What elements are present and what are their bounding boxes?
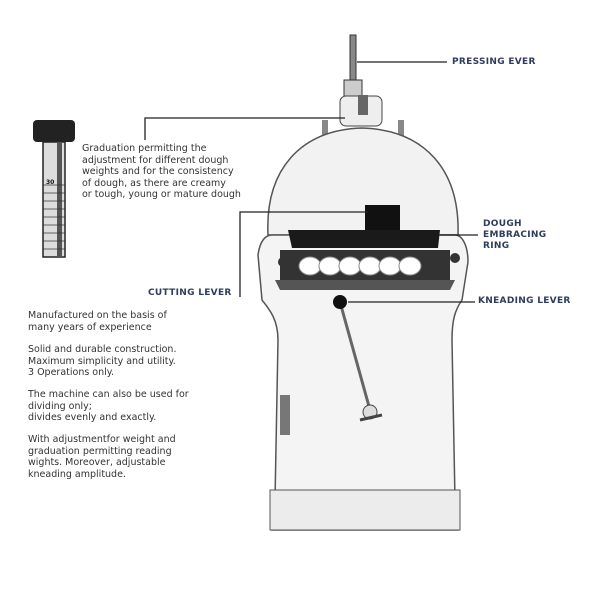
feature-1: Manufactured on the basis of many years … (28, 310, 167, 333)
graduation-description: Graduation permitting the adjustment for… (82, 143, 241, 200)
label-cutting-lever: CUTTING LEVER (148, 288, 232, 298)
feature-3: The machine can also be used for dividin… (28, 389, 189, 423)
kneading-lever-knob (333, 295, 347, 309)
label-kneading-lever: KNEADING LEVER (478, 296, 571, 306)
label-pressing-lever: PRESSING EVER (452, 57, 536, 67)
screw-scale-number: 30 (46, 179, 54, 186)
feature-4: With adjustmentfor weight and graduation… (28, 434, 176, 480)
dough-divider-machine (257, 34, 469, 531)
feature-2: Solid and durable construction. Maximum … (28, 344, 177, 378)
graduated-screw-illustration: 30 (33, 120, 75, 258)
leader-lines (144, 61, 478, 303)
label-dough-embracing-ring: DOUGH EMBRACING RING (483, 219, 547, 251)
